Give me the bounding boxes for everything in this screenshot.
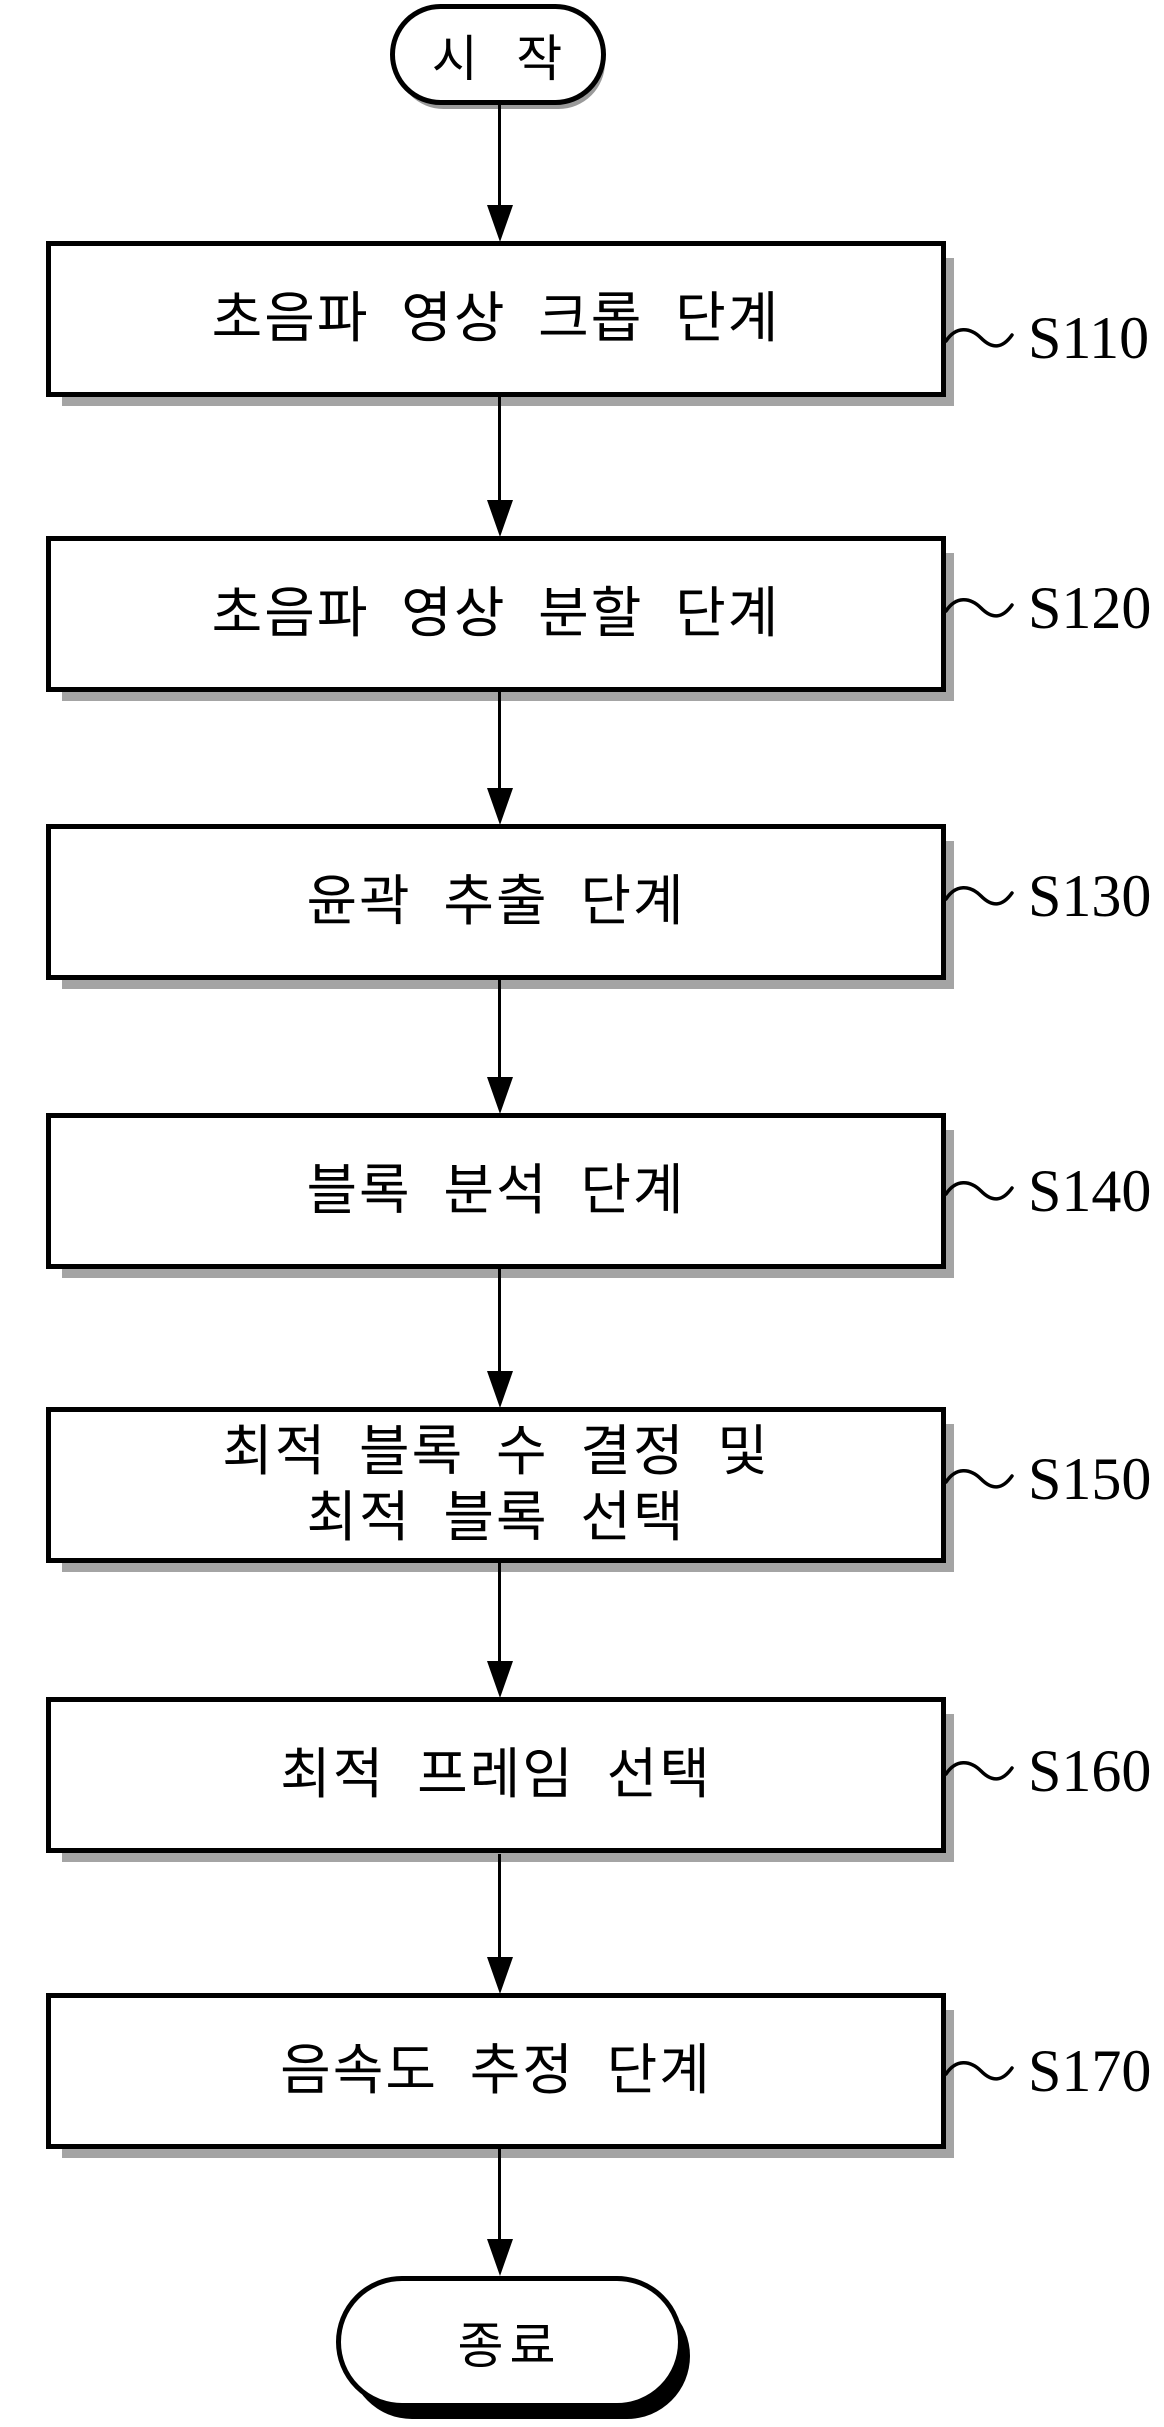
step-ref-s140: S140 [944, 1113, 1164, 1269]
step-ref-s120: S120 [944, 530, 1164, 686]
arrow-head-icon [487, 788, 513, 825]
tilde-connector-icon [944, 328, 1014, 348]
arrow-line [498, 105, 501, 207]
process-box-block-analysis: 블록 분석 단계 [46, 1113, 946, 1269]
arrow-line [498, 2149, 501, 2242]
step-ref-s150: S150 [944, 1401, 1164, 1557]
tilde-connector-icon [944, 1469, 1014, 1489]
step-ref-label: S170 [1028, 2037, 1152, 2104]
process-box-label: 초음파 영상 분할 단계 [211, 583, 781, 644]
tilde-connector-icon [944, 1761, 1014, 1781]
process-box-label-line2: 최적 블록 선택 [306, 1487, 686, 1548]
process-box-label-line1: 최적 블록 수 결정 및 [222, 1421, 770, 1482]
arrow-line [498, 1269, 501, 1375]
process-box-optimal-frame: 최적 프레임 선택 [46, 1697, 946, 1853]
step-ref-s110: S110 [944, 260, 1164, 416]
arrow-head-icon [487, 500, 513, 537]
process-box-label: 초음파 영상 크롭 단계 [211, 288, 781, 349]
process-box-label: 음속도 추정 단계 [280, 2040, 712, 2101]
arrow-head-icon [487, 1957, 513, 1994]
process-box-segmentation: 초음파 영상 분할 단계 [46, 536, 946, 692]
tilde-connector-icon [944, 598, 1014, 618]
tilde-connector-icon [944, 2061, 1014, 2081]
step-ref-s130: S130 [944, 818, 1164, 974]
step-ref-label: S130 [1028, 862, 1152, 929]
process-box-label: 최적 프레임 선택 [280, 1744, 712, 1805]
arrow-head-icon [487, 205, 513, 242]
arrow-head-icon [487, 2239, 513, 2276]
end-node-label: 종료 [457, 2318, 562, 2374]
arrow-line [498, 1563, 501, 1664]
tilde-connector-icon [944, 886, 1014, 906]
start-node-label: 시 작 [431, 30, 565, 87]
step-ref-label: S160 [1028, 1737, 1152, 1804]
process-box-label: 블록 분석 단계 [306, 1160, 686, 1221]
step-ref-s170: S170 [944, 1993, 1164, 2149]
arrow-head-icon [487, 1077, 513, 1114]
step-ref-s160: S160 [944, 1693, 1164, 1849]
arrow-head-icon [487, 1371, 513, 1408]
tilde-connector-icon [944, 1181, 1014, 1201]
step-ref-label: S140 [1028, 1157, 1152, 1224]
step-ref-label: S120 [1028, 574, 1152, 641]
step-ref-label: S150 [1028, 1445, 1152, 1512]
process-box-crop: 초음파 영상 크롭 단계 [46, 241, 946, 397]
end-node: 종료 [336, 2276, 683, 2408]
step-ref-label: S110 [1028, 304, 1150, 371]
arrow-head-icon [487, 1661, 513, 1698]
arrow-line [498, 397, 501, 502]
arrow-line [498, 980, 501, 1079]
arrow-line [498, 1854, 501, 1959]
process-box-contour: 윤곽 추출 단계 [46, 824, 946, 980]
process-box-label: 윤곽 추출 단계 [306, 871, 686, 932]
process-box-optimal-block: 최적 블록 수 결정 및 최적 블록 선택 [46, 1407, 946, 1563]
arrow-line [498, 692, 501, 790]
start-node: 시 작 [390, 4, 606, 105]
process-box-sound-speed: 음속도 추정 단계 [46, 1993, 946, 2149]
